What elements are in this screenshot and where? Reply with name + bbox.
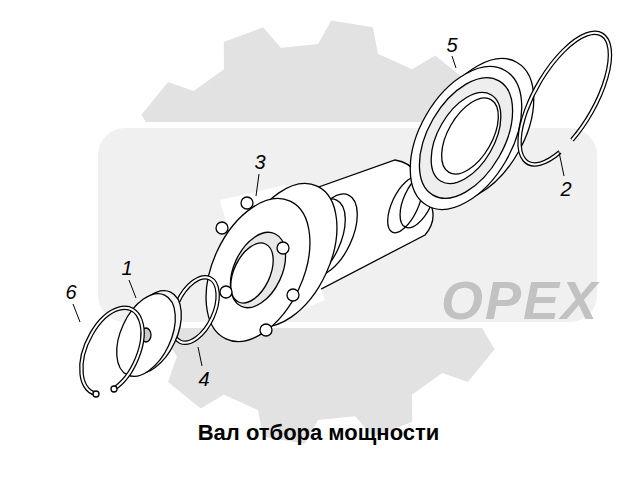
callout-number: 1 xyxy=(121,258,132,278)
leader-line xyxy=(452,56,456,68)
callout-number: 4 xyxy=(198,369,209,389)
leader-line xyxy=(73,304,80,322)
leader-line xyxy=(256,174,259,196)
watermark-text: OPEX xyxy=(441,273,599,327)
leader-line xyxy=(129,280,136,298)
parts xyxy=(81,33,610,397)
callout-number: 3 xyxy=(254,152,265,172)
leader-line xyxy=(198,347,202,366)
callout-number: 2 xyxy=(560,179,571,199)
callout-number: 6 xyxy=(65,282,76,302)
callout-number: 5 xyxy=(446,35,457,55)
leader-line xyxy=(559,152,564,176)
caption: Вал отбора мощности xyxy=(0,420,637,446)
